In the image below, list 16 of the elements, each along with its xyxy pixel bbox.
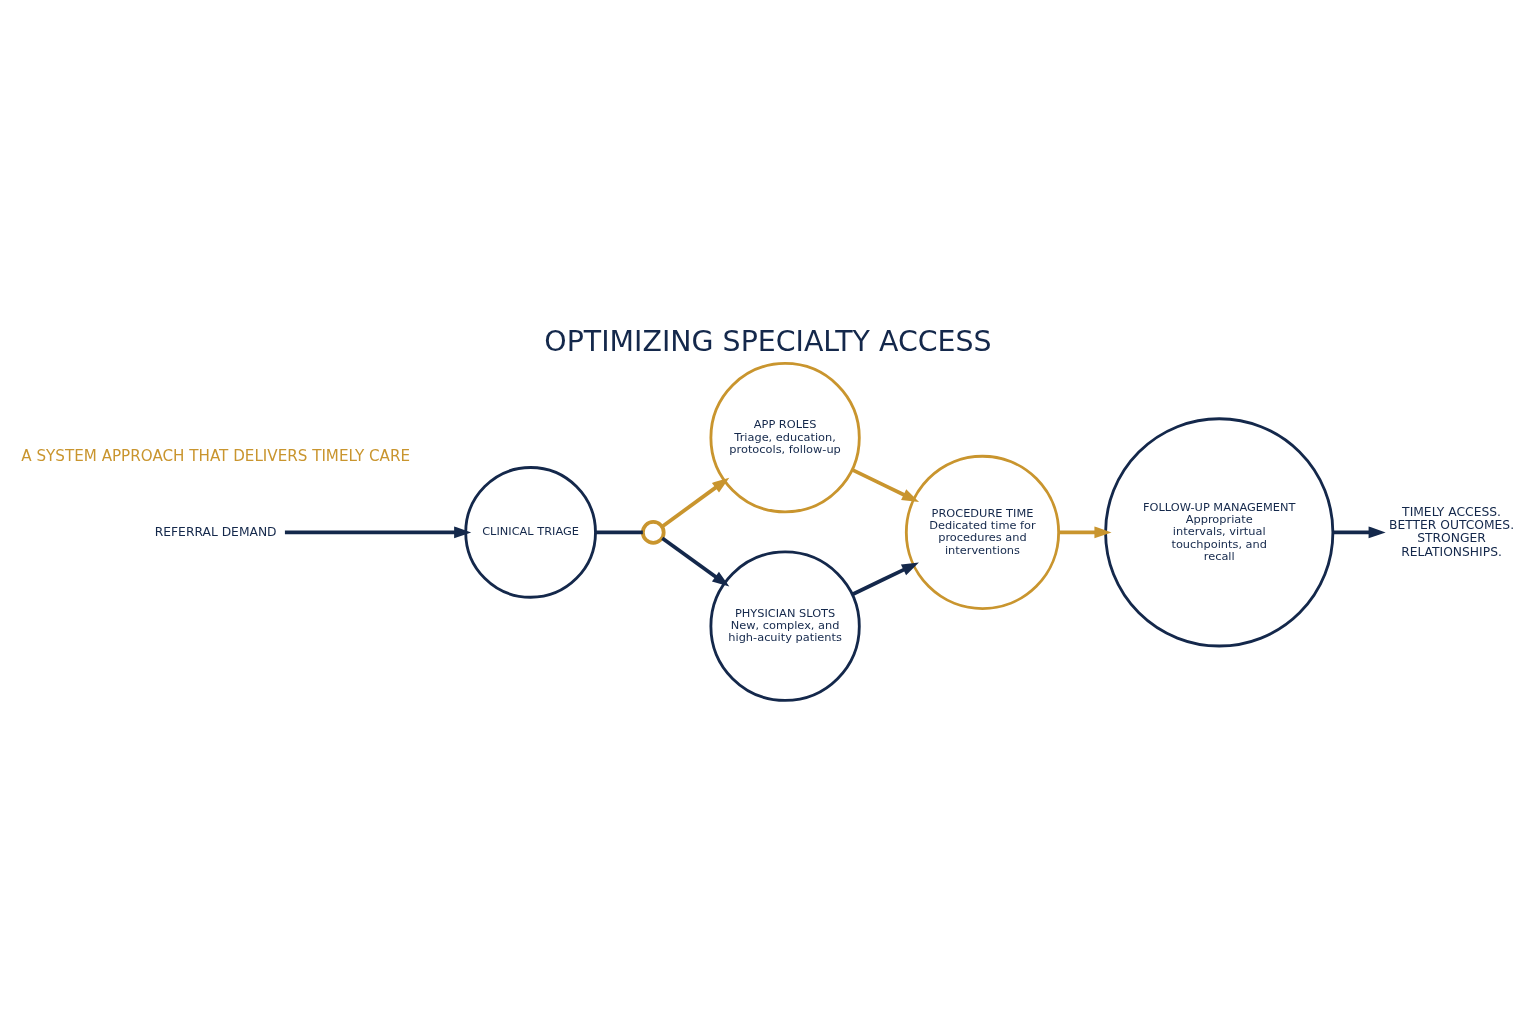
connector	[595, 530, 643, 534]
arrow	[1332, 525, 1386, 538]
arrow	[661, 536, 730, 587]
arrow	[284, 525, 472, 538]
node-circle	[640, 519, 666, 545]
diagram-title: OPTIMIZING SPECIALTY ACCESS	[544, 324, 992, 358]
arrow	[661, 477, 730, 528]
node-circle: PROCEDURE TIME Dedicated time for procedures and interventions	[904, 454, 1061, 610]
node-text: TIMELY ACCESS. BETTER OUTCOMES. STRONGER RELATIONSHIPS.	[1388, 504, 1515, 558]
node-circle: FOLLOW-UP MANAGEMENT Appropriate intervals, virtual touchpoints, and recall	[1104, 416, 1335, 647]
arrow	[851, 561, 919, 596]
arrow	[851, 467, 920, 502]
node-text: REFERRAL DEMAND	[154, 524, 277, 539]
node-circle: CLINICAL TRIAGE	[464, 465, 597, 599]
arrow	[1058, 525, 1112, 538]
label: A SYSTEM APPROACH THAT DELIVERS TIMELY CARE	[21, 446, 411, 465]
